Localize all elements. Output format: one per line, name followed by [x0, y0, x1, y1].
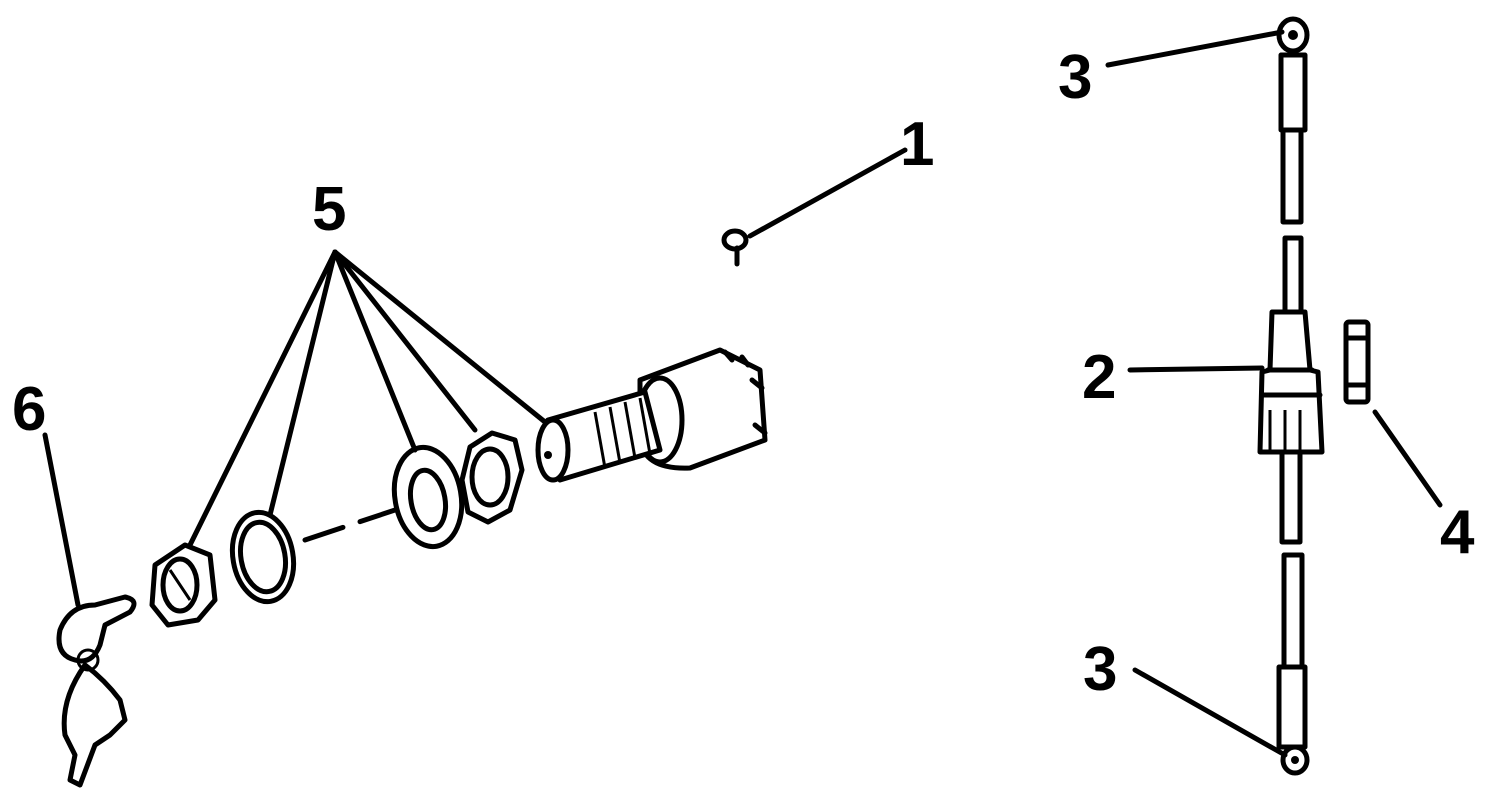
washer-thin	[229, 509, 297, 605]
leader-line-4	[1372, 409, 1443, 508]
screw-part	[721, 228, 749, 267]
callout-3-top: 3	[1058, 43, 1092, 112]
hex-nut-rear	[459, 430, 525, 525]
callout-6: 6	[12, 375, 46, 444]
hex-nut-front	[149, 542, 218, 628]
fuse-part	[1343, 319, 1371, 405]
leader-line-2	[1127, 365, 1265, 373]
fuse-holder-assembly	[1257, 16, 1325, 776]
key-set-part	[56, 594, 137, 788]
leader-lines-5	[187, 249, 548, 548]
callout-4: 4	[1440, 498, 1475, 567]
leader-line-3-top	[1105, 29, 1285, 68]
ignition-switch-body	[535, 347, 768, 483]
leader-line-1	[747, 147, 908, 239]
callout-1: 1	[900, 110, 934, 179]
assembly-axis	[302, 507, 398, 543]
leader-line-3-bottom	[1132, 667, 1288, 758]
callout-3-bottom: 3	[1083, 635, 1117, 704]
callout-2: 2	[1082, 343, 1116, 412]
callout-5: 5	[312, 175, 346, 244]
washer-large	[391, 444, 465, 550]
leader-line-6	[42, 432, 81, 608]
